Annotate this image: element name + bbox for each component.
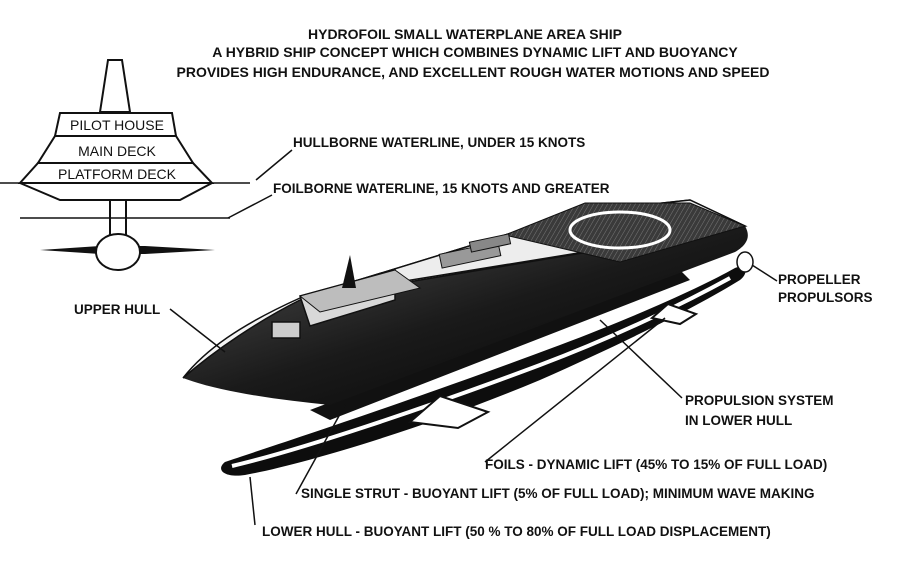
hullborne-leader bbox=[255, 149, 293, 181]
propeller-label-1: PROPELLER bbox=[778, 272, 861, 287]
title-line-3: PROVIDES HIGH ENDURANCE, AND EXCELLENT R… bbox=[177, 64, 770, 80]
upper-hull-section bbox=[19, 182, 213, 201]
foils-leader bbox=[484, 317, 666, 463]
mast-shape bbox=[98, 59, 132, 113]
propeller-leader bbox=[751, 264, 778, 282]
strut-leader bbox=[295, 404, 346, 495]
propulsion-leader bbox=[599, 319, 683, 399]
foils-label: FOILS - DYNAMIC LIFT (45% TO 15% OF FULL… bbox=[485, 457, 827, 472]
lower-hull-label: LOWER HULL - BUOYANT LIFT (50 % TO 80% O… bbox=[262, 524, 771, 539]
cross-section-view: PILOT HOUSE MAIN DECK PLATFORM DECK bbox=[0, 59, 250, 271]
lower-hull-section bbox=[95, 233, 141, 271]
helipad-area bbox=[503, 202, 747, 263]
deck-equipment-2 bbox=[468, 233, 512, 253]
platform-deck-label: PLATFORM DECK bbox=[58, 166, 177, 182]
mast-shape-3d bbox=[342, 255, 356, 288]
propulsion-label-1: PROPULSION SYSTEM bbox=[685, 393, 834, 408]
main-deck-label: MAIN DECK bbox=[78, 143, 156, 159]
ship-perspective bbox=[182, 199, 754, 476]
upper-hull-label: UPPER HULL bbox=[74, 302, 160, 317]
pilot-house-label: PILOT HOUSE bbox=[70, 117, 164, 133]
strut-shape bbox=[310, 270, 690, 420]
foilborne-leader bbox=[227, 194, 273, 219]
propulsion-label-2: IN LOWER HULL bbox=[685, 413, 792, 428]
title-line-2: A HYBRID SHIP CONCEPT WHICH COMBINES DYN… bbox=[212, 44, 738, 60]
title-line-1: HYDROFOIL SMALL WATERPLANE AREA SHIP bbox=[308, 26, 622, 42]
forward-gun bbox=[271, 321, 301, 339]
lower-hull-leader bbox=[249, 476, 256, 526]
foilborne-label: FOILBORNE WATERLINE, 15 KNOTS AND GREATE… bbox=[273, 181, 610, 196]
lower-hull-highlight bbox=[231, 276, 731, 468]
hullborne-label: HULLBORNE WATERLINE, UNDER 15 KNOTS bbox=[293, 135, 585, 150]
front-foil bbox=[407, 394, 491, 430]
strut-label: SINGLE STRUT - BUOYANT LIFT (5% OF FULL … bbox=[301, 486, 814, 501]
superstructure-top bbox=[298, 269, 422, 313]
upper-hull-leader bbox=[169, 308, 226, 353]
upper-hull-shape bbox=[183, 226, 748, 405]
helipad-circle bbox=[568, 210, 672, 250]
lower-hull-shape bbox=[221, 266, 746, 476]
propeller-label-2: PROPULSORS bbox=[778, 290, 873, 305]
propeller-shape bbox=[736, 251, 754, 273]
